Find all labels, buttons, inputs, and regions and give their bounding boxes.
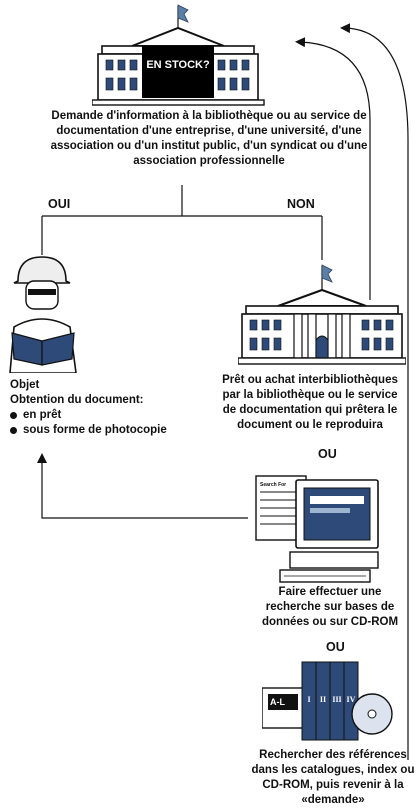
object-title: Objet (10, 379, 40, 391)
object-subtitle: Obtention du document: (10, 394, 144, 406)
return-arrow-references (340, 23, 409, 760)
label-oui: OUI (48, 197, 71, 211)
references-caption: Rechercher des références dans les catal… (251, 749, 415, 806)
bullet-label: sous forme de photocopie (23, 424, 167, 436)
bullet-item: en prêt (10, 408, 200, 423)
object-result: Objet Obtention du document: en prêt sou… (10, 378, 200, 438)
card-label: A-L (270, 697, 285, 707)
bullet-icon (10, 412, 17, 419)
library-building-2-icon (238, 264, 406, 365)
label-non: NON (287, 197, 315, 211)
computer-icon (255, 475, 379, 583)
book-spine-label: III (332, 695, 342, 704)
return-arrow-ill (295, 37, 371, 300)
ill-caption: Prêt ou achat interbibliothèques par la … (222, 374, 398, 431)
bullet-icon (10, 427, 17, 434)
search-screen-label: Search For (260, 482, 287, 488)
stock-sign: EN STOCK? (146, 59, 210, 71)
request-caption: Demande d'information à la bibliothèque … (50, 110, 368, 167)
search-caption: Faire effectuer une recherche sur bases … (261, 586, 399, 628)
book-spines: I II III IV (302, 695, 358, 704)
worker-reading-icon (9, 256, 77, 373)
search-to-object-arrow (37, 453, 248, 519)
books-cd-icon (262, 661, 393, 741)
book-spine-label: II (319, 695, 327, 704)
book-spine-label: I (307, 695, 311, 704)
or-label-2: OU (326, 640, 345, 654)
bullet-label: en prêt (23, 409, 62, 421)
book-spine-label: IV (346, 695, 356, 704)
bullet-item: sous forme de photocopie (10, 423, 200, 438)
library-building-icon (92, 4, 265, 106)
or-label-1: OU (318, 447, 337, 461)
